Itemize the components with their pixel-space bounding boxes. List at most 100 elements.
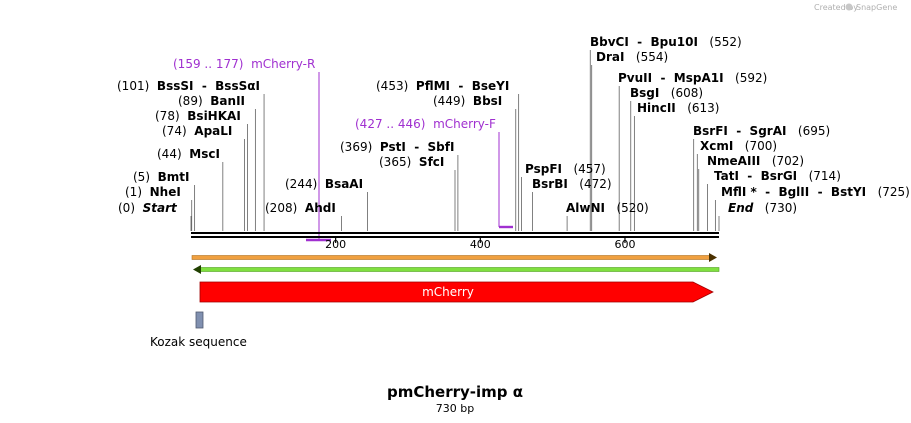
restriction-site-label[interactable]: NmeAIII (702): [707, 154, 804, 168]
ruler-tick-label: 400: [470, 238, 491, 251]
site-position: (457): [573, 162, 605, 176]
restriction-site-label[interactable]: (449) BbsI: [433, 94, 502, 108]
site-enzyme-names: AhdI: [305, 201, 336, 215]
restriction-site-label[interactable]: (44) MscI: [157, 147, 220, 161]
site-position: (592): [735, 71, 767, 85]
primer-name: mCherry-F: [433, 117, 496, 131]
site-position: (365): [379, 155, 411, 169]
restriction-site-label[interactable]: (89) BanII: [178, 94, 245, 108]
map-title: pmCherry-imp α: [387, 383, 523, 401]
restriction-site-label[interactable]: DraI (554): [596, 50, 668, 64]
site-enzyme-names: XcmI: [700, 139, 733, 153]
restriction-site-label[interactable]: (365) SfcI: [379, 155, 444, 169]
restriction-site-label[interactable]: PvuII - MspA1I (592): [618, 71, 767, 85]
restriction-site-label[interactable]: BbvCI - Bpu10I (552): [590, 35, 742, 49]
restriction-site-label[interactable]: (453) PflMI - BseYI: [376, 79, 509, 93]
site-enzyme-names: Start: [143, 201, 178, 215]
restriction-site-label[interactable]: (369) PstI - SbfI: [340, 140, 454, 154]
restriction-site-label[interactable]: (208) AhdI: [265, 201, 336, 215]
orf-forward-arrow[interactable]: [191, 253, 717, 262]
site-enzyme-names: TatI - BsrGI: [714, 169, 797, 183]
restriction-site-label[interactable]: TatI - BsrGI (714): [714, 169, 841, 183]
site-enzyme-names: BsgI: [630, 86, 659, 100]
restriction-site-label[interactable]: (74) ApaLI: [162, 124, 232, 138]
site-labels: (0) Start(1) NheI(5) BmtI(44) MscI(74) A…: [117, 35, 910, 215]
feature-mcherry-label: mCherry: [422, 285, 474, 299]
site-leaders: [190, 50, 720, 231]
feature-mcherry[interactable]: mCherry: [199, 281, 714, 303]
restriction-site-label[interactable]: BsgI (608): [630, 86, 703, 100]
ruler-tick-label: 200: [325, 238, 346, 251]
site-position: (552): [709, 35, 741, 49]
site-enzyme-names: BsrFI - SgrAI: [693, 124, 786, 138]
site-enzyme-names: PspFI: [525, 162, 562, 176]
restriction-site-label[interactable]: (78) BsiHKAI: [155, 109, 241, 123]
site-enzyme-names: ApaLI: [194, 124, 232, 138]
primers-layer: (159 .. 177) mCherry-R (427 .. 446) mCher…: [173, 57, 513, 242]
restriction-site-label[interactable]: BsrBI (472): [532, 177, 612, 191]
site-position: (89): [178, 94, 203, 108]
site-enzyme-names: PstI - SbfI: [380, 140, 455, 154]
site-position: (725): [878, 185, 910, 199]
restriction-site-label[interactable]: BsrFI - SgrAI (695): [693, 124, 830, 138]
snapgene-logo-text: SnapGene: [856, 3, 897, 12]
site-enzyme-names: HincII: [637, 101, 676, 115]
site-position: (74): [162, 124, 187, 138]
site-position: (520): [616, 201, 648, 215]
site-position: (78): [155, 109, 180, 123]
sequence-backbone: [191, 232, 719, 238]
restriction-site-label[interactable]: HincII (613): [637, 101, 719, 115]
feature-kozak[interactable]: Kozak sequence: [150, 311, 247, 349]
site-enzyme-names: BssSI - BssSαI: [157, 79, 260, 93]
site-position: (700): [745, 139, 777, 153]
site-enzyme-names: BanII: [210, 94, 245, 108]
site-enzyme-names: NheI: [150, 185, 181, 199]
site-enzyme-names: PvuII - MspA1I: [618, 71, 724, 85]
site-enzyme-names: PflMI - BseYI: [416, 79, 509, 93]
site-position: (5): [133, 170, 150, 184]
site-enzyme-names: BsaAI: [325, 177, 363, 191]
restriction-site-label[interactable]: (5) BmtI: [133, 170, 190, 184]
site-enzyme-names: NmeAIII: [707, 154, 760, 168]
site-enzyme-names: End: [728, 201, 754, 215]
site-enzyme-names: DraI: [596, 50, 624, 64]
site-enzyme-names: BbvCI - Bpu10I: [590, 35, 698, 49]
site-position: (608): [671, 86, 703, 100]
primer-label[interactable]: (427 .. 446) mCherry-F: [355, 117, 496, 131]
restriction-site-label[interactable]: AlwNI (520): [566, 201, 649, 215]
site-position: (472): [579, 177, 611, 191]
restriction-site-label[interactable]: (0) Start: [118, 201, 178, 215]
site-enzyme-names: SfcI: [419, 155, 444, 169]
site-position: (695): [798, 124, 830, 138]
site-position: (554): [636, 50, 668, 64]
map-subtitle: 730 bp: [436, 402, 474, 415]
site-position: (702): [772, 154, 804, 168]
site-position: (453): [376, 79, 408, 93]
site-position: (730): [765, 201, 797, 215]
restriction-site-label[interactable]: MflI * - BglII - BstYI (725): [721, 185, 910, 199]
restriction-site-label[interactable]: (1) NheI: [125, 185, 181, 199]
site-enzyme-names: BbsI: [473, 94, 502, 108]
restriction-site-label[interactable]: (244) BsaAI: [285, 177, 363, 191]
restriction-site-label[interactable]: PspFI (457): [525, 162, 606, 176]
site-position: (449): [433, 94, 465, 108]
primer-label[interactable]: (159 .. 177) mCherry-R: [173, 57, 315, 71]
credit-text: Created by: [814, 3, 858, 12]
restriction-site-label[interactable]: XcmI (700): [700, 139, 777, 153]
site-position: (208): [265, 201, 297, 215]
site-enzyme-names: BmtI: [158, 170, 190, 184]
site-position: (613): [687, 101, 719, 115]
restriction-site-label[interactable]: End (730): [728, 201, 797, 215]
primer-range: (427 .. 446): [355, 117, 425, 131]
site-position: (44): [157, 147, 182, 161]
site-enzyme-names: BsiHKAI: [187, 109, 241, 123]
ruler-tick-label: 600: [614, 238, 635, 251]
site-position: (1): [125, 185, 142, 199]
orf-reverse-arrow[interactable]: [193, 265, 720, 274]
primer-name: mCherry-R: [251, 57, 315, 71]
restriction-site-label[interactable]: (101) BssSI - BssSαI: [117, 79, 260, 93]
site-position: (0): [118, 201, 135, 215]
site-position: (244): [285, 177, 317, 191]
ruler: 200 400 600: [325, 238, 635, 251]
